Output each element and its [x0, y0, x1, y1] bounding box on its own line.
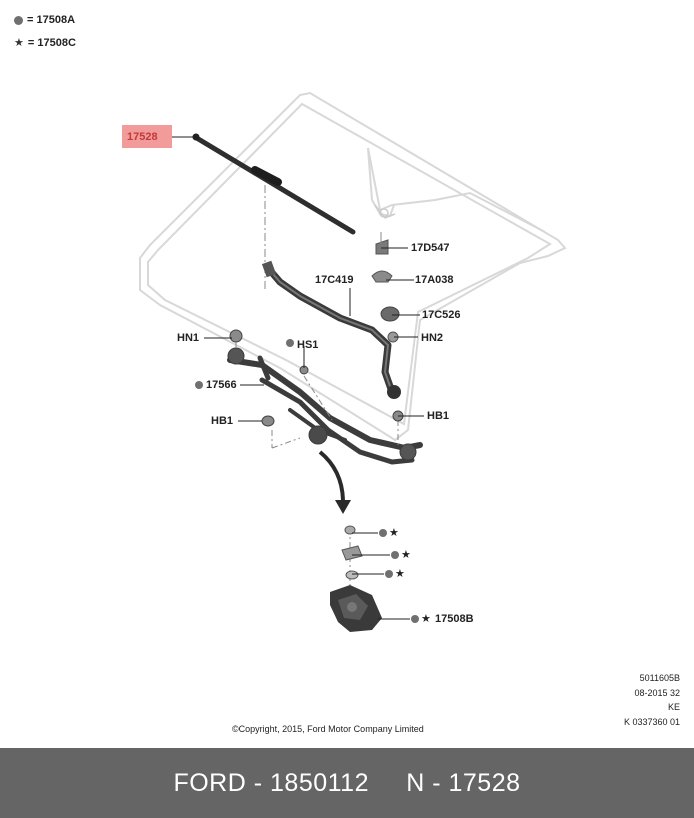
callout-hn2[interactable]: HN2	[421, 332, 444, 344]
footer-part-number: FORD - 1850112	[173, 768, 369, 797]
legend-star-text: = 17508C	[27, 37, 76, 49]
leader-lines	[172, 136, 424, 620]
callout-hb1-left[interactable]: HB1	[211, 415, 234, 427]
washer-hose-arm	[261, 260, 401, 399]
copyright-text: ©Copyright, 2015, Ford Motor Company Lim…	[232, 724, 424, 734]
detail-arrow	[318, 450, 351, 514]
legend-dot: = 17508A	[14, 14, 75, 26]
nozzle-17c526	[380, 306, 400, 322]
dot-icon	[14, 15, 23, 25]
callout-hb1-right[interactable]: HB1	[427, 410, 450, 422]
footer-spacer	[369, 769, 406, 798]
callout-17c419[interactable]: 17C419	[315, 274, 354, 286]
callout-17d547[interactable]: 17D547	[411, 242, 450, 254]
wiper-linkage	[227, 347, 423, 465]
parts-diagram: = 17508A ★ = 17508C 17528 17D547 17C419 …	[14, 14, 680, 734]
star-icon: ★	[14, 36, 24, 49]
bracket-17d547	[375, 232, 389, 255]
star-icon: ★	[395, 568, 405, 580]
diagram-drawing	[139, 91, 567, 632]
callout-17528[interactable]: 17528	[127, 131, 158, 143]
callout-hn1[interactable]: HN1	[177, 332, 200, 344]
drawing-date: 08-2015 32	[634, 688, 680, 698]
windshield	[139, 91, 567, 442]
connector-17a038	[371, 270, 393, 283]
footer-component: N - 17528	[406, 768, 521, 797]
footer-bar: FORD - 1850112 N - 17528	[0, 748, 694, 818]
sensor-mount	[374, 204, 396, 219]
callout-17c526[interactable]: 17C526	[422, 309, 461, 321]
drawing-number: 5011605B	[639, 673, 680, 683]
highlight-box	[122, 125, 172, 148]
wiper-blade	[192, 133, 356, 235]
callout-hs1[interactable]: HS1	[297, 339, 319, 351]
leader-markers	[195, 339, 419, 623]
star-icon: ★	[421, 613, 431, 625]
legend-dot-text: = 17508A	[27, 14, 76, 26]
callout-17a038[interactable]: 17A038	[415, 274, 454, 286]
star-icon: ★	[389, 527, 399, 539]
drawing-code: KE	[667, 702, 680, 712]
callout-17508b[interactable]: 17508B	[435, 613, 474, 625]
guide-lines-linkage	[235, 340, 399, 449]
callout-17566[interactable]: 17566	[206, 379, 237, 391]
legend-star: ★ = 17508C	[14, 37, 76, 49]
motor-assembly	[330, 525, 382, 632]
drawing-ref: K 0337360 01	[623, 717, 680, 727]
star-icon: ★	[401, 549, 411, 561]
